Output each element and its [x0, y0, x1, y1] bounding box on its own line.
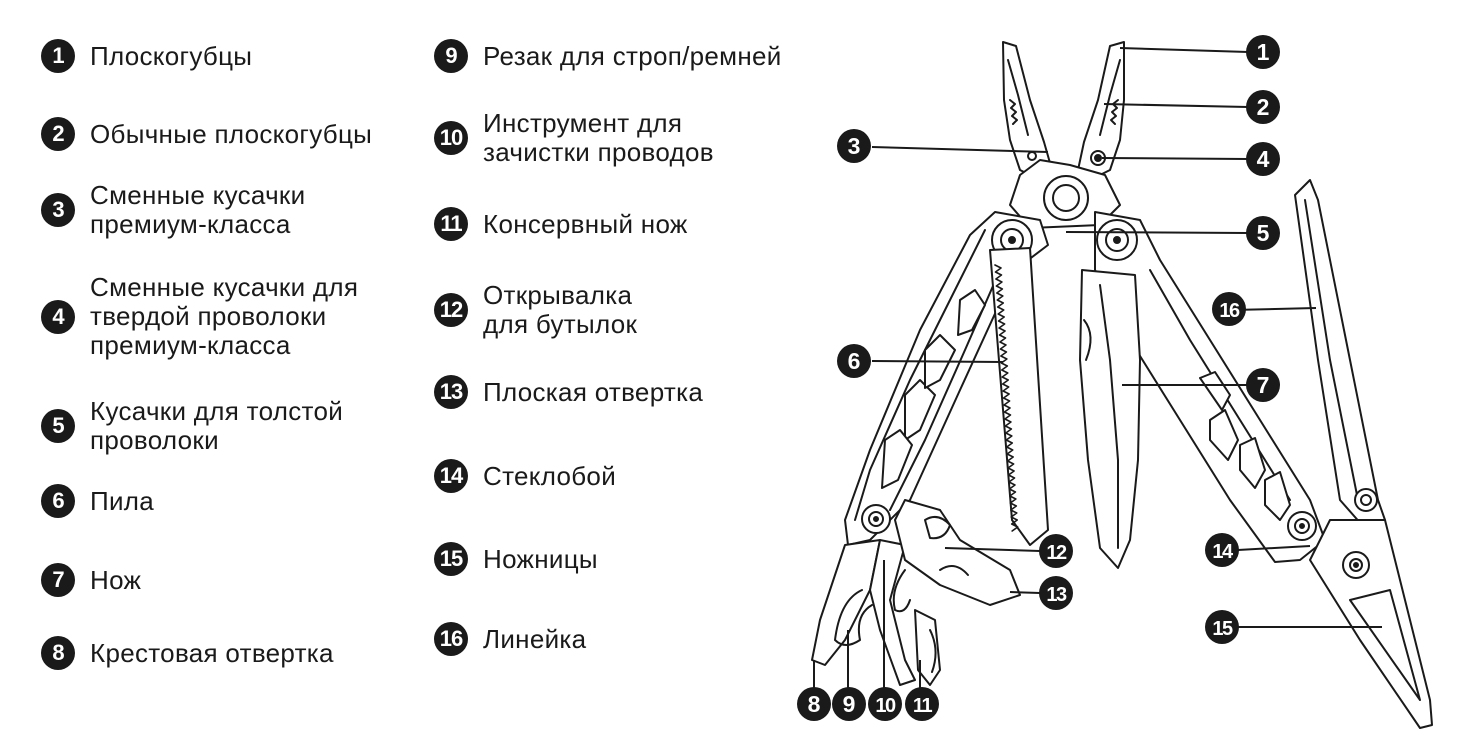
legend-label: Открывалка для бутылок — [483, 280, 638, 339]
legend-item-3: 3 Сменные кусачки премиум-класса — [41, 181, 305, 239]
legend-badge: 11 — [434, 207, 468, 241]
saw-blade — [989, 247, 1049, 546]
svg-text:8: 8 — [808, 691, 821, 717]
legend-label: Ножницы — [483, 543, 598, 574]
callout-13: 13 — [1039, 576, 1073, 610]
svg-text:5: 5 — [1257, 220, 1270, 246]
legend-badge: 4 — [41, 299, 75, 334]
callout-7: 7 — [1246, 368, 1280, 402]
legend-item-4: 4 Сменные кусачки для твердой проволоки … — [41, 273, 358, 360]
legend-badge: 10 — [434, 121, 468, 155]
callout-11: 11 — [905, 687, 939, 721]
legend-label: Сменные кусачки премиум-класса — [90, 180, 306, 239]
legend-badge: 14 — [434, 459, 468, 493]
callout-12: 12 — [1039, 534, 1073, 568]
legend-badge: 5 — [41, 409, 75, 443]
legend-label: Сменные кусачки для твердой проволоки пр… — [90, 272, 359, 360]
callout-15: 15 — [1205, 610, 1239, 644]
callout-2: 2 — [1246, 90, 1280, 124]
svg-text:13: 13 — [1046, 584, 1067, 606]
callout-9: 9 — [832, 687, 866, 721]
svg-text:3: 3 — [848, 133, 861, 159]
svg-text:9: 9 — [843, 691, 856, 717]
callout-6: 6 — [837, 344, 871, 378]
svg-text:2: 2 — [1257, 94, 1270, 120]
legend-item-10: 10 Инструмент для зачистки проводов — [434, 109, 714, 167]
legend-label: Пила — [90, 485, 155, 516]
svg-text:12: 12 — [1046, 542, 1067, 564]
legend-badge: 1 — [41, 39, 75, 73]
ruler — [1294, 179, 1386, 526]
callout-3: 3 — [837, 129, 871, 163]
legend-label: Линейка — [483, 623, 587, 654]
legend-item-6: 6 Пила — [41, 484, 154, 518]
svg-text:14: 14 — [1212, 541, 1234, 563]
callout-8: 8 — [797, 687, 831, 721]
legend-label: Крестовая отвертка — [90, 637, 334, 668]
legend-item-16: 16 Линейка — [434, 622, 586, 656]
callout-14: 14 — [1205, 533, 1239, 567]
legend-label: Стеклобой — [483, 460, 617, 491]
svg-text:6: 6 — [848, 348, 861, 374]
svg-text:1: 1 — [1257, 39, 1270, 65]
legend-label: Нож — [90, 564, 142, 595]
legend-badge: 12 — [434, 293, 468, 327]
legend-label: Обычные плоскогубцы — [90, 118, 373, 149]
legend-item-8: 8 Крестовая отвертка — [41, 636, 334, 670]
callout-10: 10 — [868, 687, 902, 721]
legend-badge: 13 — [434, 375, 468, 409]
svg-text:10: 10 — [875, 695, 896, 717]
bottom-tools — [811, 499, 1021, 686]
svg-text:7: 7 — [1257, 372, 1270, 398]
legend-item-12: 12 Открывалка для бутылок — [434, 281, 637, 339]
legend-item-5: 5 Кусачки для толстой проволоки — [41, 397, 343, 455]
svg-text:4: 4 — [1257, 146, 1270, 172]
legend-item-2: 2 Обычные плоскогубцы — [41, 117, 372, 151]
legend-label: Инструмент для зачистки проводов — [483, 108, 714, 167]
legend-item-1: 1 Плоскогубцы — [41, 39, 252, 73]
legend-badge: 15 — [434, 542, 468, 576]
legend-item-15: 15 Ножницы — [434, 542, 598, 576]
legend-badge: 8 — [41, 636, 75, 670]
legend-label: Резак для строп/ремней — [483, 40, 782, 71]
legend-item-9: 9 Резак для строп/ремней — [434, 39, 782, 73]
legend-badge: 2 — [41, 117, 75, 151]
svg-text:11: 11 — [913, 695, 933, 717]
leader-lines — [813, 47, 1382, 688]
legend-badge: 3 — [41, 193, 75, 227]
pliers-jaws — [1002, 41, 1125, 229]
right-handle — [1094, 211, 1326, 563]
callout-4: 4 — [1246, 142, 1280, 176]
legend-badge: 9 — [434, 39, 468, 73]
callout-16: 16 — [1212, 292, 1246, 326]
svg-text:15: 15 — [1212, 618, 1233, 640]
knife-blade — [1079, 269, 1141, 569]
legend-badge: 7 — [41, 563, 75, 597]
legend-item-14: 14 Стеклобой — [434, 459, 616, 493]
legend-badge: 16 — [434, 622, 468, 656]
legend-label: Кусачки для толстой проволоки — [90, 396, 344, 455]
legend-label: Консервный нож — [483, 208, 688, 239]
legend-item-13: 13 Плоская отвертка — [434, 375, 703, 409]
legend-label: Плоскогубцы — [90, 40, 253, 71]
legend-label: Плоская отвертка — [483, 376, 704, 407]
svg-text:16: 16 — [1219, 300, 1240, 322]
callout-1: 1 — [1246, 35, 1280, 69]
scissors — [1309, 519, 1433, 729]
legend-item-7: 7 Нож — [41, 563, 141, 597]
legend-badge: 6 — [41, 484, 75, 518]
legend-item-11: 11 Консервный нож — [434, 207, 688, 241]
callout-5: 5 — [1246, 216, 1280, 250]
